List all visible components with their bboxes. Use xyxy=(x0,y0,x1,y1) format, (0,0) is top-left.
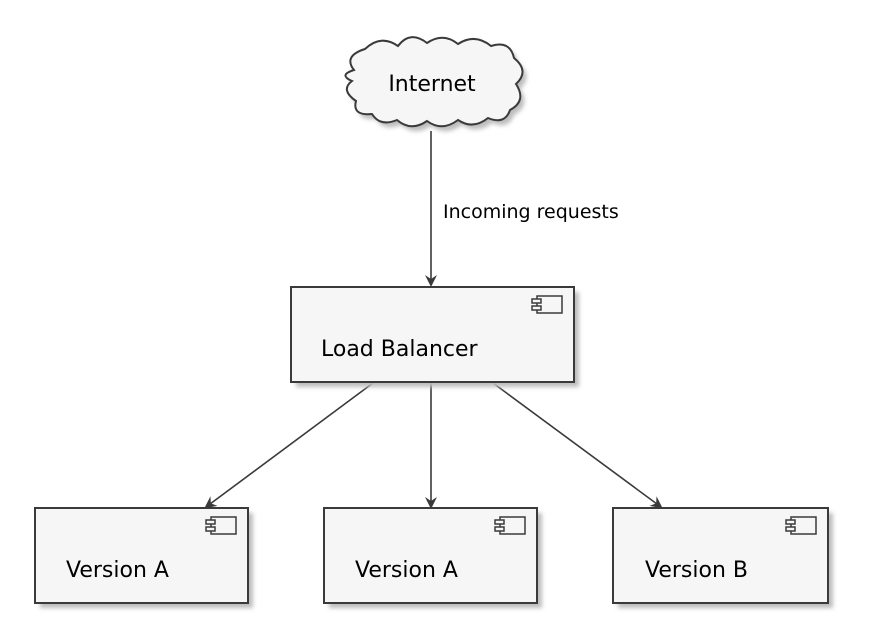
load-balancer-box xyxy=(290,286,575,383)
component-icon xyxy=(494,516,526,535)
version-b-label: Version B xyxy=(645,558,748,583)
edge-lb-to-version-a-1 xyxy=(204,382,374,509)
version-a-node-1: Version A xyxy=(34,507,253,608)
version-a-2-label: Version A xyxy=(355,558,458,583)
cloud-shape xyxy=(344,36,524,128)
load-balancer-node: Load Balancer xyxy=(290,286,579,387)
internet-label: Internet xyxy=(388,72,476,97)
load-balancer-label: Load Balancer xyxy=(321,337,479,362)
component-icon xyxy=(531,295,563,314)
version-b-node: Version B xyxy=(612,507,833,608)
edge-lb-to-version-b xyxy=(492,382,663,509)
component-icon xyxy=(205,516,237,535)
edge-incoming-requests-label: Incoming requests xyxy=(443,201,619,223)
component-icon xyxy=(785,516,817,535)
edges: Incoming requests xyxy=(204,131,663,509)
version-a-node-2: Version A xyxy=(323,507,542,608)
internet-node: Internet xyxy=(344,36,527,132)
version-a-1-label: Version A xyxy=(66,558,169,583)
